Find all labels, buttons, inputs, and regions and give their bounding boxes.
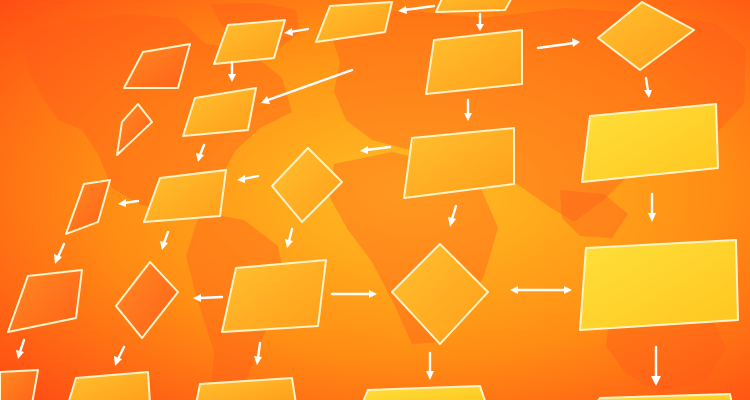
flowchart-node — [65, 179, 111, 235]
arrow-double-horizontal — [510, 286, 572, 294]
flowchart-node — [0, 369, 39, 400]
arrow-down — [448, 204, 458, 227]
arrow-down — [285, 227, 294, 248]
flowchart-node — [435, 0, 512, 13]
flowchart-node — [315, 1, 393, 43]
arrow-right — [330, 290, 377, 298]
flowchart-node — [362, 385, 486, 400]
flowchart-node — [271, 147, 343, 223]
flowchart-node — [579, 239, 739, 331]
arrow-left — [284, 27, 310, 36]
arrow-down — [196, 143, 206, 162]
flowchart-node — [116, 103, 153, 156]
flowchart-node — [213, 19, 286, 65]
southeast-asia-landmass — [560, 190, 628, 238]
arrow-down — [254, 341, 262, 365]
arrow-left — [360, 145, 392, 154]
arrow-down — [648, 192, 656, 222]
arrow-down — [160, 230, 170, 250]
flowchart-arrows — [16, 4, 661, 386]
flowchart-node — [403, 127, 515, 199]
arrow-down — [644, 76, 652, 98]
flowchart-node — [597, 393, 733, 400]
flowchart-node — [182, 87, 257, 137]
arrow-down — [228, 60, 236, 82]
flowchart-node — [425, 29, 523, 95]
flowchart-node — [68, 371, 151, 400]
arrow-left — [261, 68, 354, 104]
arrow-left — [237, 174, 260, 183]
flowchart-node — [581, 103, 719, 183]
arrow-down — [651, 345, 661, 386]
arrow-down — [464, 98, 472, 121]
arrow-down — [54, 242, 66, 264]
flowchart-node — [143, 169, 227, 223]
flowchart-node — [195, 377, 297, 400]
arrow-down — [476, 12, 484, 31]
flowchart-node — [123, 43, 191, 89]
arrow-left — [398, 4, 436, 14]
flowchart-node — [115, 261, 179, 339]
arrow-down — [114, 345, 126, 366]
arrow-down — [426, 351, 434, 380]
arrow-left — [193, 294, 224, 302]
flowchart-node — [221, 259, 327, 333]
flowchart-node — [391, 243, 489, 345]
arrow-left — [118, 199, 140, 207]
arrow-right — [536, 38, 580, 50]
flowchart-node — [7, 269, 83, 333]
flowchart-node — [597, 1, 695, 71]
arrow-down — [16, 338, 26, 359]
